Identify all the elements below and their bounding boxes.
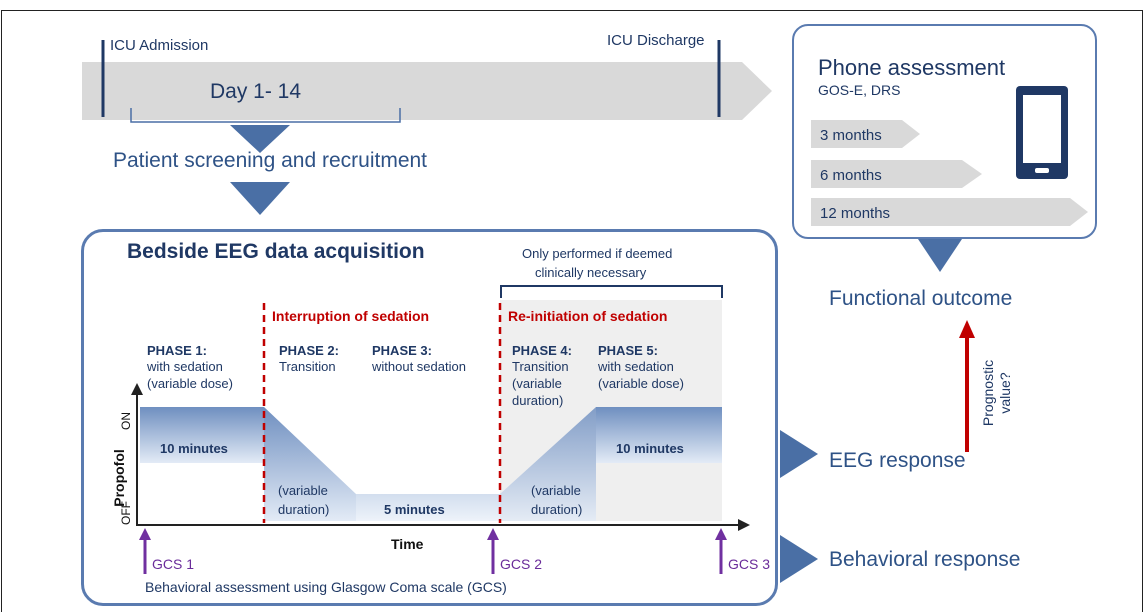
phone-scales: GOS-E, DRS [818,82,901,98]
y-axis-label: Propofol [110,449,127,507]
phase2-ramp [264,407,356,521]
phase3-block [356,494,500,521]
phase5-title: PHASE 5: [598,343,658,358]
gcs2-label: GCS 2 [500,556,543,572]
optional-note-line1: Only performed if deemed [522,246,673,261]
phone-assessment-box [792,24,1097,239]
timeline-arrow [82,62,772,120]
interruption-label: Interruption of sedation [272,308,430,324]
phase1-description: PHASE 1: with sedation (variable dose) [147,343,233,392]
phase1-block [140,407,264,463]
reinitiation-label: Re-initiation of sedation [508,308,668,324]
phase4-title: PHASE 4: [512,343,572,358]
phase2-title: PHASE 2: [279,343,339,358]
phase1-title: PHASE 1: [147,343,207,358]
days-bracket [130,108,401,123]
phase3-description: PHASE 3: without sedation [372,343,466,375]
phase2-duration-line: (variable [278,483,328,498]
eeg-response-label: EEG response [829,449,966,472]
days-label: Day 1- 14 [210,80,302,103]
phase5-block [596,407,722,463]
phase2-line: Transition [279,359,336,374]
screening-down-arrow-2 [230,182,290,215]
phase5-description: PHASE 5: with sedation (variable dose) [598,343,684,392]
phase4-duration: (variable duration) [531,481,582,519]
optional-note-line2: clinically necessary [535,265,647,280]
icu-discharge-label: ICU Discharge [607,32,705,49]
screening-label: Patient screening and recruitment [113,149,428,172]
eeg-box-title: Bedside EEG data acquisition [127,240,425,263]
phase4-line: Transition [512,359,569,374]
phase4-duration-line: duration) [531,502,583,517]
functional-outcome-label: Functional outcome [829,287,1013,310]
phase4-ramp [500,407,596,521]
phase3-line: without sedation [372,359,466,374]
phase5-duration: 10 minutes [616,441,684,456]
behavioral-assessment-caption: Behavioral assessment using Glasgow Coma… [145,579,507,595]
month-label-12: 12 months [820,205,891,222]
month-arrow-12 [811,198,1088,226]
phase4-line: duration) [512,393,564,408]
functional-down-arrow [918,239,962,272]
month-label-3: 3 months [820,127,882,144]
phase5-line: with sedation [598,359,674,374]
phase2-duration-line: duration) [278,502,330,517]
phase3-duration: 5 minutes [384,502,445,517]
phone-assessment-title: Phone assessment [818,55,1006,80]
optional-bracket [500,285,723,298]
eeg-response-arrow [780,430,818,478]
phase4-duration-line: (variable [531,483,581,498]
phase2-duration: (variable duration) [278,481,329,519]
screening-down-arrow-1 [230,125,290,153]
prognostic-value-label: Prognostic value? [980,359,1013,427]
phase3-title: PHASE 3: [372,343,432,358]
x-axis-label: Time [391,536,424,552]
gcs3-label: GCS 3 [728,556,771,572]
phase5-line: (variable dose) [598,376,684,391]
behavioral-response-label: Behavioral response [829,548,1021,571]
phase4-line: (variable [512,376,562,391]
month-arrow-3 [811,120,920,148]
y-axis-on: ON [119,412,133,430]
month-arrow-6 [811,160,982,188]
phase1-duration: 10 minutes [160,441,228,456]
phase4-description: PHASE 4: Transition (variable duration) [512,343,572,409]
phase1-line: (variable dose) [147,376,233,391]
y-axis-off: OFF [119,501,133,525]
month-label-6: 6 months [820,167,882,184]
icu-admission-label: ICU Admission [110,37,209,54]
gcs1-label: GCS 1 [152,556,195,572]
phase2-description: PHASE 2: Transition [279,343,339,375]
figure-frame [1,10,1143,612]
phase1-line: with sedation [147,359,223,374]
behavioral-response-arrow [780,535,818,583]
